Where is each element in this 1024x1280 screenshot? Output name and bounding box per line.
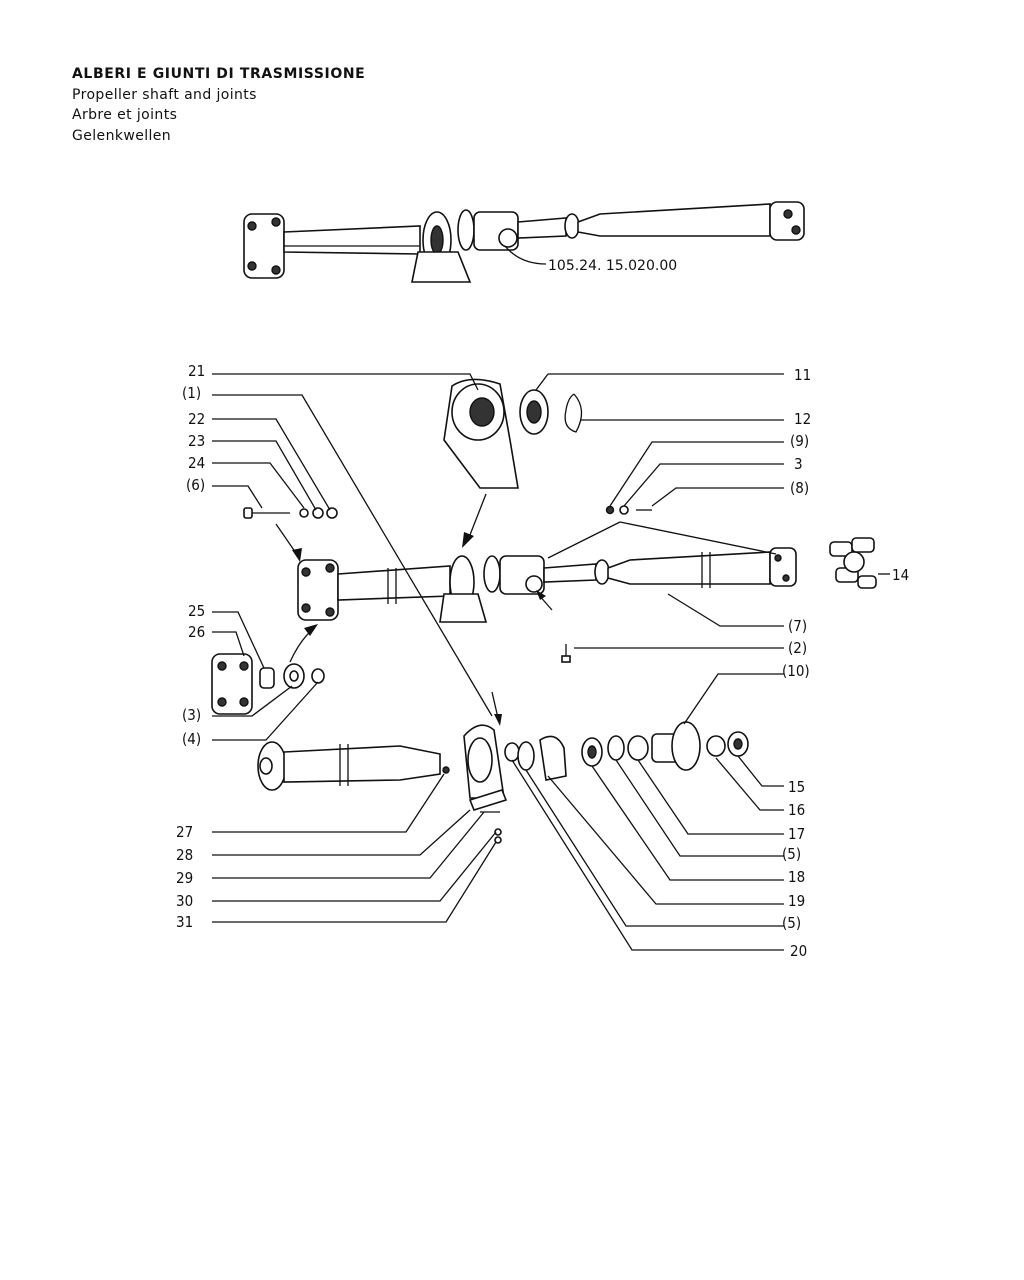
callout-3: 3 — [794, 455, 803, 473]
callout-8: (8) — [790, 479, 809, 497]
assembled-propeller-shaft — [243, 201, 805, 283]
leader-lines — [212, 373, 890, 951]
callout-14: 14 — [892, 566, 909, 584]
callout-17: 17 — [788, 825, 805, 843]
stub-shaft-exploded — [257, 691, 749, 844]
callout-19: 19 — [788, 892, 805, 910]
callout-2: (2) — [788, 639, 807, 657]
callout-15: 15 — [788, 778, 805, 796]
callout-11: 11 — [794, 366, 811, 384]
callout-5-a: (5) — [782, 845, 801, 863]
callout-25: 25 — [188, 602, 205, 620]
callout-1: (1) — [182, 384, 201, 402]
callout-26: 26 — [188, 623, 205, 641]
callout-5-b: (5) — [782, 914, 801, 932]
callout-31: 31 — [176, 913, 193, 931]
callout-23: 23 — [188, 432, 205, 450]
callout-12: 12 — [794, 410, 811, 428]
callout-30: 30 — [176, 892, 193, 910]
heading: ALBERI E GIUNTI DI TRASMISSIONE Propelle… — [72, 64, 365, 146]
title-french: Arbre et joints — [72, 107, 178, 123]
flex-coupling-exploded — [211, 624, 325, 715]
callout-28: 28 — [176, 846, 193, 864]
title-german: Gelenkwellen — [72, 127, 172, 144]
title-italian: ALBERI E GIUNTI DI TRASMISSIONE — [72, 66, 366, 82]
callout-24: 24 — [188, 454, 205, 472]
title-english: Propeller shaft and joints — [72, 86, 257, 103]
callout-21: 21 — [188, 362, 205, 380]
callout-27: 27 — [176, 823, 193, 841]
callout-4: (4) — [182, 730, 201, 748]
exploded-propeller-shaft — [243, 378, 877, 663]
callout-7: (7) — [788, 617, 807, 635]
callout-16: 16 — [788, 801, 805, 819]
callout-3-paren: (3) — [182, 706, 201, 724]
callout-20: 20 — [790, 942, 807, 960]
callout-6: (6) — [186, 476, 205, 494]
callout-18: 18 — [788, 868, 805, 886]
callout-9: (9) — [790, 432, 809, 450]
callout-labels: 21 (1) 22 23 24 (6) 25 26 (3) (4) 27 28 … — [176, 362, 909, 960]
callout-22: 22 — [188, 410, 205, 428]
assembly-part-number: 105.24. 15.020.00 — [548, 258, 677, 274]
callout-10: (10) — [782, 662, 810, 680]
callout-29: 29 — [176, 869, 193, 887]
